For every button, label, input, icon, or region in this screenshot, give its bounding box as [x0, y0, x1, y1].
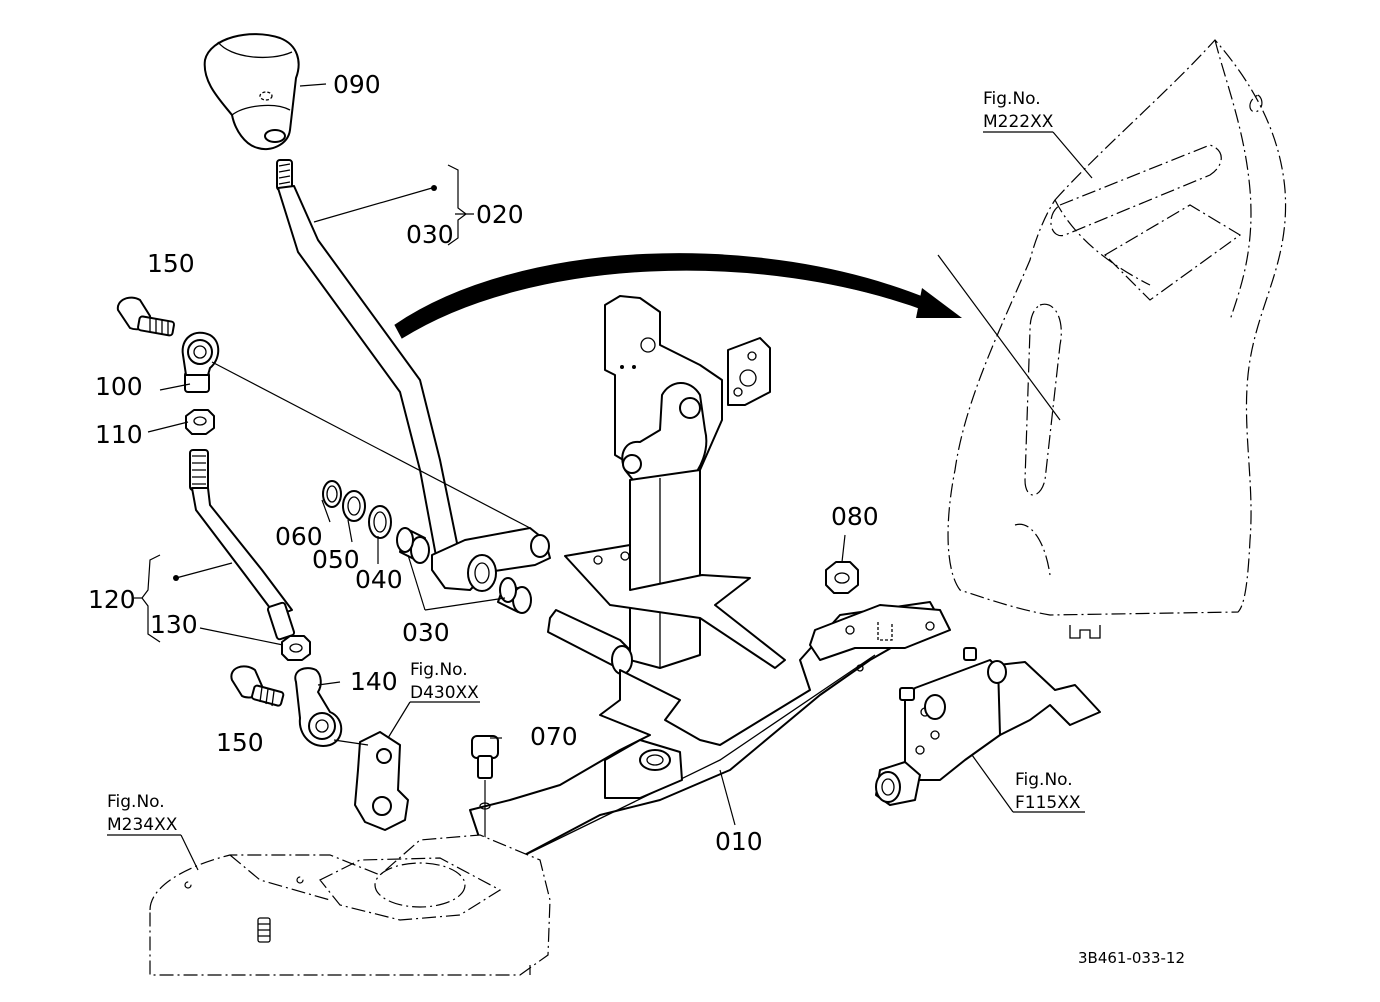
- leader-lines: [107, 83, 1093, 871]
- drawing-code: 3B461-033-12: [1078, 949, 1185, 967]
- label-070[interactable]: 070: [530, 722, 578, 751]
- figref-m222-code[interactable]: M222XX: [983, 112, 1054, 132]
- figref-m222-prefix: Fig.No.: [983, 89, 1041, 109]
- label-110[interactable]: 110: [95, 420, 143, 449]
- bracket-010: [469, 295, 976, 886]
- label-030-upper[interactable]: 030: [406, 220, 454, 249]
- fork-link-d430: [354, 731, 409, 831]
- label-130[interactable]: 130: [150, 610, 198, 639]
- figref-m234-code[interactable]: M234XX: [107, 815, 178, 835]
- label-150-lower[interactable]: 150: [216, 728, 264, 757]
- label-100[interactable]: 100: [95, 372, 143, 401]
- figref-f115-code[interactable]: F115XX: [1015, 793, 1081, 813]
- washer-050: [342, 490, 366, 522]
- figref-m234-prefix: Fig.No.: [107, 792, 165, 812]
- washer-040: [368, 505, 392, 539]
- part-labels: 090 020 030 150 100 110 060 050 040 120 …: [88, 70, 879, 856]
- figure-references: Fig.No. M222XX Fig.No. D430XX Fig.No. F1…: [107, 89, 1081, 835]
- assembly-direction-arrow: [394, 253, 962, 339]
- rod-120: [189, 449, 296, 641]
- shift-knob-090: [203, 33, 300, 150]
- bolt-150-lower: [230, 665, 285, 707]
- bushing-030-upper: [396, 527, 430, 564]
- nut-130: [281, 635, 311, 661]
- rod-end-140: [294, 667, 343, 747]
- label-150-upper[interactable]: 150: [147, 249, 195, 278]
- label-040[interactable]: 040: [355, 565, 403, 594]
- figref-d430-prefix: Fig.No.: [410, 660, 468, 680]
- bushing-030-lower: [497, 577, 532, 614]
- nut-110: [185, 409, 215, 435]
- nut-080: [825, 561, 859, 594]
- label-060[interactable]: 060: [275, 522, 323, 551]
- label-090[interactable]: 090: [333, 70, 381, 99]
- label-010[interactable]: 010: [715, 827, 763, 856]
- label-030-lower[interactable]: 030: [402, 618, 450, 647]
- bolt-150-upper: [116, 296, 175, 337]
- shift-lever-020: [276, 159, 551, 592]
- figref-d430-code[interactable]: D430XX: [410, 683, 479, 703]
- label-140[interactable]: 140: [350, 667, 398, 696]
- panel-m234-base: [149, 834, 551, 976]
- rod-end-100: [181, 331, 220, 393]
- figref-f115-prefix: Fig.No.: [1015, 770, 1073, 790]
- bracket-f115[interactable]: [875, 647, 1101, 806]
- label-080[interactable]: 080: [831, 502, 879, 531]
- label-050[interactable]: 050: [312, 545, 360, 574]
- label-020[interactable]: 020: [476, 200, 524, 229]
- label-120[interactable]: 120: [88, 585, 136, 614]
- panel-m222-housing: [937, 39, 1287, 639]
- washer-060: [322, 480, 342, 508]
